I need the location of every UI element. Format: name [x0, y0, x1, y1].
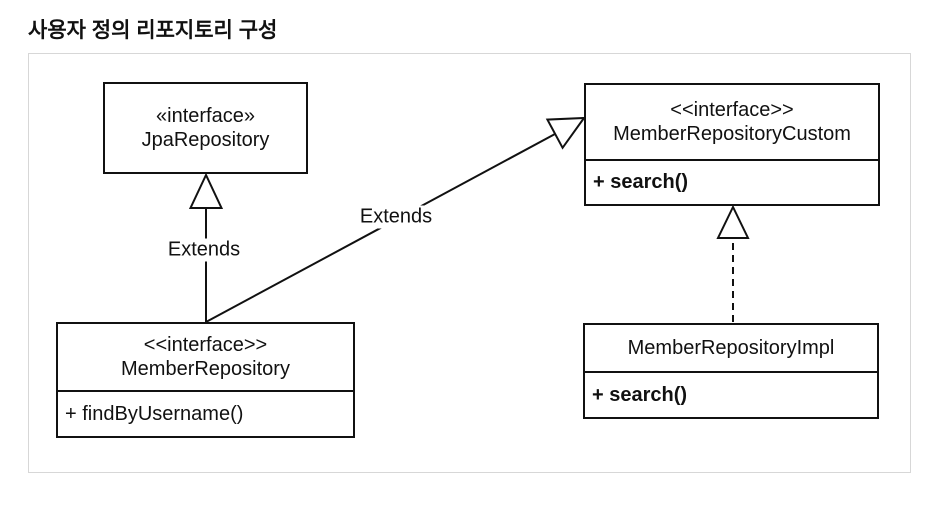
class-method: + search()	[585, 371, 877, 417]
class-box-jpa-repository: «interface» JpaRepository	[103, 82, 308, 174]
edge-member-extends-jpa	[188, 172, 224, 322]
class-box-member-repository-custom: <<interface>> MemberRepositoryCustom + s…	[584, 83, 880, 206]
class-name: MemberRepositoryImpl	[627, 337, 835, 359]
class-title-compartment: MemberRepositoryImpl	[585, 325, 877, 371]
class-name: MemberRepositoryCustom	[613, 123, 851, 145]
class-method: + findByUsername()	[58, 390, 353, 436]
class-name: JpaRepository	[141, 129, 270, 151]
class-stereotype: <<interface>>	[670, 99, 794, 121]
edge-label-extends: Extends	[356, 205, 436, 229]
edge-impl-realizes-custom	[716, 204, 750, 322]
class-stereotype: <<interface>>	[143, 334, 268, 356]
class-title-compartment: «interface» JpaRepository	[105, 84, 306, 172]
page-title: 사용자 정의 리포지토리 구성	[28, 19, 278, 42]
class-name: MemberRepository	[121, 358, 290, 380]
class-stereotype: «interface»	[156, 105, 255, 127]
generalization-arrowhead-icon	[188, 172, 224, 209]
class-box-member-repository-impl: MemberRepositoryImpl + search()	[583, 323, 879, 419]
class-method: + search()	[586, 159, 878, 204]
class-title-compartment: <<interface>> MemberRepository	[58, 324, 353, 390]
edge-label-extends: Extends	[164, 238, 244, 262]
class-box-member-repository: <<interface>> MemberRepository + findByU…	[56, 322, 355, 438]
class-title-compartment: <<interface>> MemberRepositoryCustom	[586, 85, 878, 159]
generalization-arrowhead-icon	[545, 116, 587, 150]
realization-arrowhead-icon	[716, 204, 750, 239]
